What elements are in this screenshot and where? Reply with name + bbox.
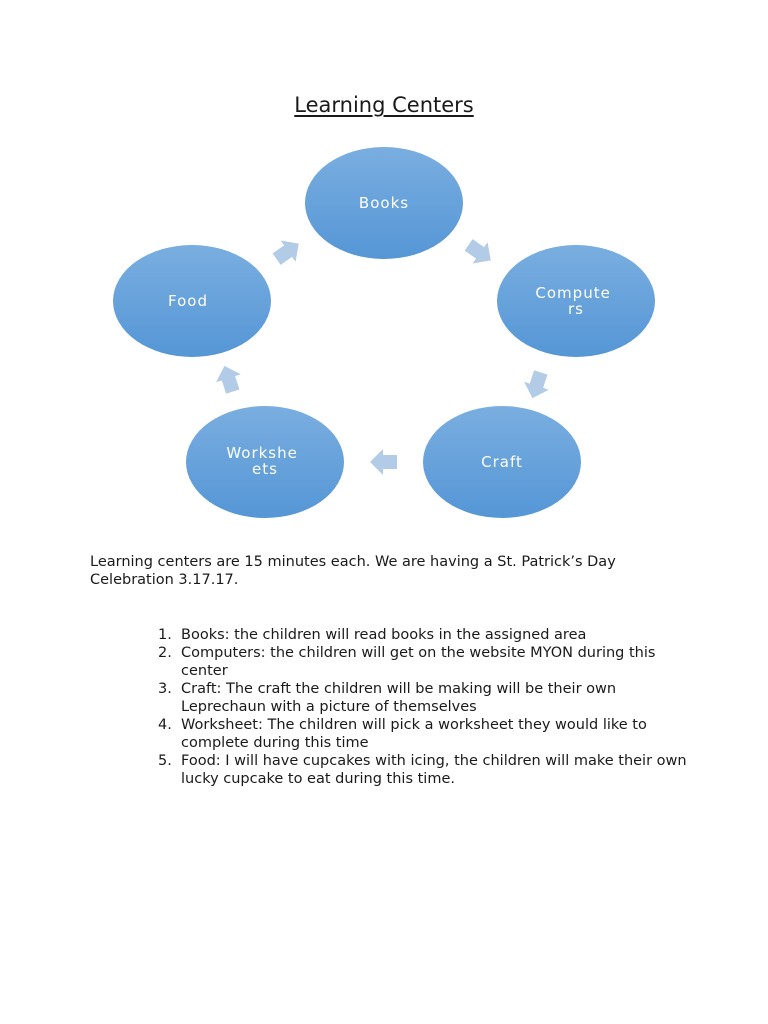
list-item: 3. Craft: The craft the children will be… <box>158 680 688 716</box>
cycle-node-worksheets: Workshe ets <box>186 406 344 518</box>
list-item-text: Craft: The craft the children will be ma… <box>181 681 617 715</box>
list-number: 5. <box>158 753 172 769</box>
node-label: Compute rs <box>535 284 616 318</box>
cycle-arrow-computers-to-craft <box>524 370 549 399</box>
node-label: Books <box>359 194 409 212</box>
cycle-arrow-books-to-computers <box>464 239 491 264</box>
cycle-arrow-food-to-books <box>272 240 299 265</box>
list-item-text: Food: I will have cupcakes with icing, t… <box>181 753 687 787</box>
node-label: Craft <box>481 453 523 471</box>
node-label: Workshe ets <box>226 444 303 478</box>
list-item: 4. Worksheet: The children will pick a w… <box>158 716 688 752</box>
list-number: 3. <box>158 681 172 697</box>
cycle-node-books: Books <box>305 147 463 259</box>
cycle-node-craft: Craft <box>423 406 581 518</box>
cycle-arrow-craft-to-worksheets <box>370 449 397 475</box>
learning-centers-cycle-diagram: Books Compute rs Craft Workshe ets Food <box>113 147 655 518</box>
cycle-arrow-worksheets-to-food <box>216 365 241 394</box>
centers-list: 1. Books: the children will read books i… <box>158 626 688 788</box>
list-item-text: Books: the children will read books in t… <box>181 627 587 643</box>
page-title: Learning Centers <box>294 93 474 117</box>
intro-paragraph: Learning centers are 15 minutes each. We… <box>90 554 616 588</box>
list-item: 2. Computers: the children will get on t… <box>158 644 688 680</box>
list-item-text: Computers: the children will get on the … <box>181 645 656 679</box>
list-number: 1. <box>158 627 172 643</box>
node-label: Food <box>168 292 208 310</box>
list-item-text: Worksheet: The children will pick a work… <box>181 717 647 751</box>
cycle-node-computers: Compute rs <box>497 245 655 357</box>
list-number: 4. <box>158 717 172 733</box>
list-item: 5. Food: I will have cupcakes with icing… <box>158 752 688 788</box>
list-number: 2. <box>158 645 172 661</box>
list-item: 1. Books: the children will read books i… <box>158 626 688 644</box>
cycle-node-food: Food <box>113 245 271 357</box>
